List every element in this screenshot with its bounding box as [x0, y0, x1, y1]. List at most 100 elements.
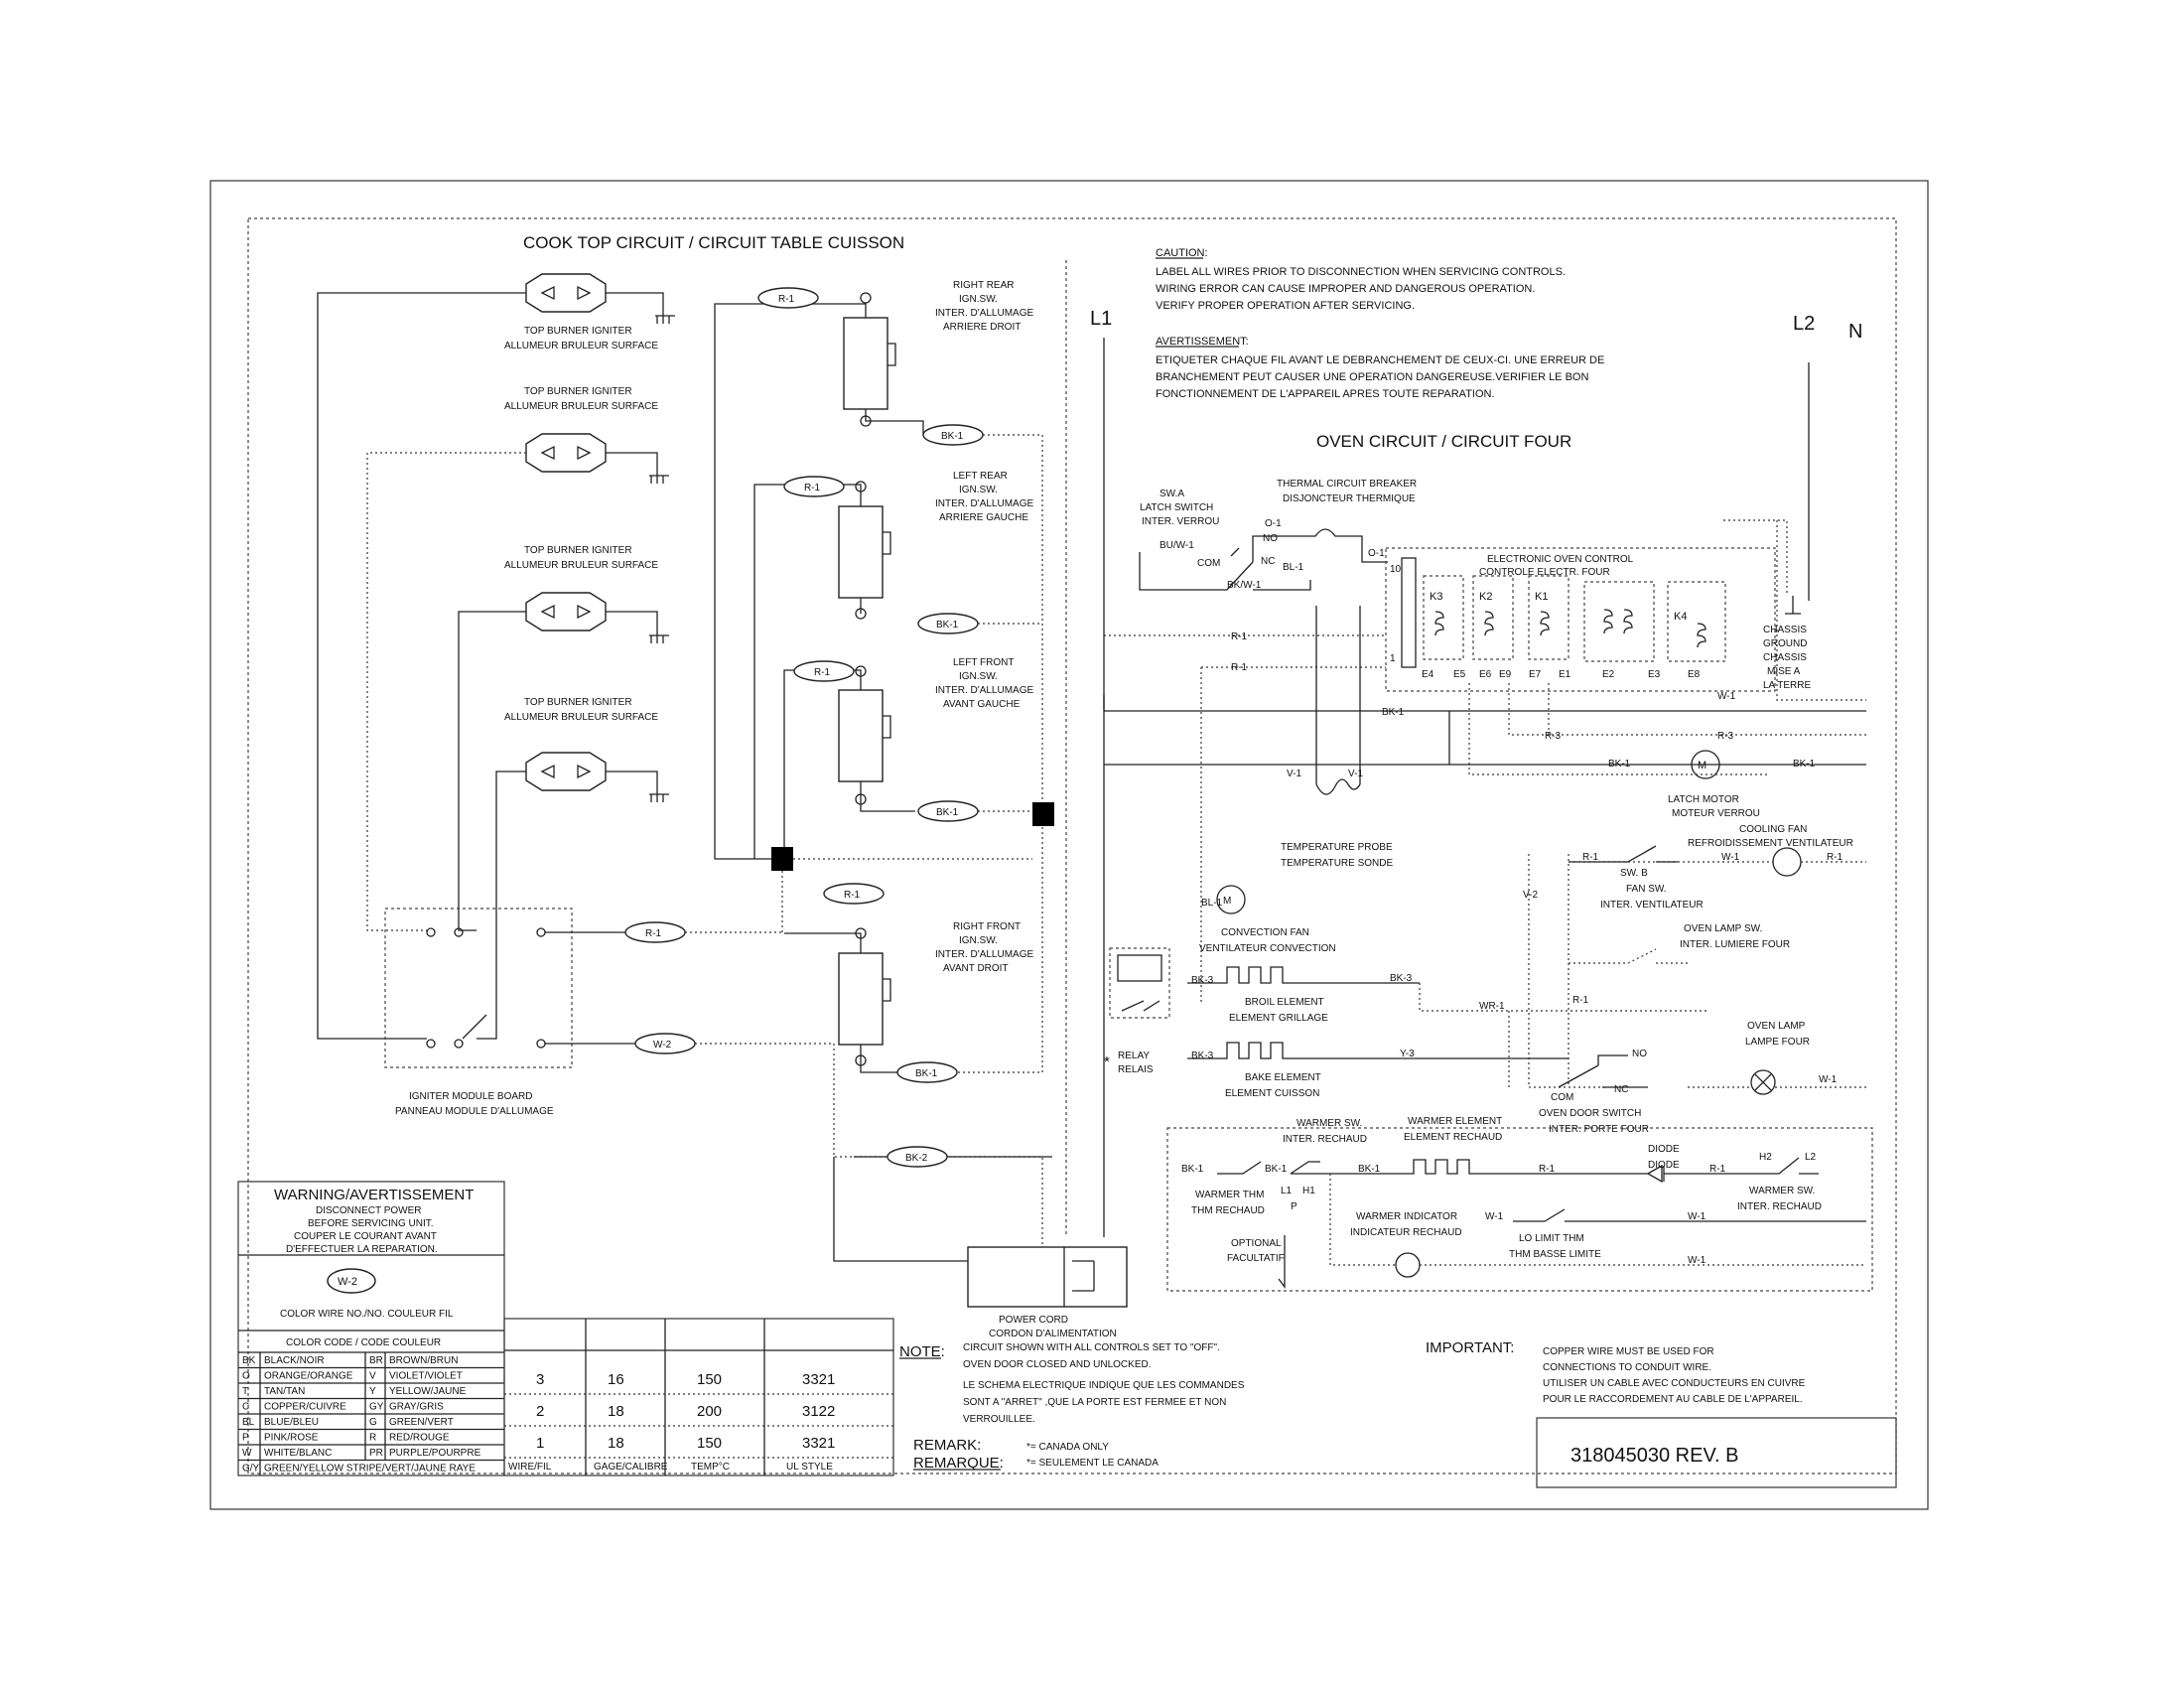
svg-text:GROUND: GROUND [1763, 638, 1807, 649]
diode: DIODE DIODE R-1 [1646, 1144, 1757, 1184]
convection-fan: M CONVECTION FAN VENTILATEUR CONVECTION … [1199, 885, 1336, 954]
switch-right-rear: RIGHT REAR IGN.SW. INTER. D'ALLUMAGE ARR… [714, 280, 1033, 860]
svg-text:ELEMENT CUISSON: ELEMENT CUISSON [1225, 1088, 1319, 1099]
relay-k3: K3 [1430, 591, 1442, 603]
lf-label-3: INTER. D'ALLUMAGE [935, 685, 1033, 696]
warmer-switch-a: WARMER SW. INTER. RECHAUD BK-1 BK-1 L1 P… [1181, 1118, 1367, 1212]
oven-door-switch: COM NO NC OVEN DOOR SWITCH INTER. PORTE … [1539, 1049, 1649, 1135]
svg-text:INTER. VERROU: INTER. VERROU [1142, 516, 1219, 527]
svg-text:NC: NC [1614, 1084, 1628, 1095]
svg-text:R-3: R-3 [1717, 731, 1734, 742]
wire-table-cell: 3321 [802, 1371, 835, 1388]
svg-text:TEMPERATURE SONDE: TEMPERATURE SONDE [1281, 858, 1393, 869]
color-code-cell: PR [369, 1448, 383, 1459]
module-label-fr: PANNEAU MODULE D'ALLUMAGE [395, 1106, 554, 1117]
svg-text:W-1: W-1 [1717, 691, 1736, 702]
svg-text:D'EFFECTUER LA REPARATION.: D'EFFECTUER LA REPARATION. [286, 1244, 438, 1255]
igniter-4: TOP BURNER IGNITER ALLUMEUR BRULEUR SURF… [477, 697, 669, 1040]
electronic-oven-control: ELECTRONIC OVEN CONTROL CONTROLE ELECTR.… [1385, 547, 1776, 692]
caution-fr-3: FONCTIONNEMENT DE L'APPAREIL APRES TOUTE… [1156, 388, 1495, 400]
wire-table-cell: 150 [697, 1435, 722, 1452]
outer-frame [209, 180, 1929, 1510]
color-code-cell: W [242, 1448, 252, 1459]
svg-text:E9: E9 [1499, 669, 1512, 680]
rr-label-1: RIGHT REAR [953, 280, 1015, 291]
color-code-cell: G/Y [242, 1464, 260, 1474]
svg-text:BK-3: BK-3 [1390, 973, 1413, 984]
svg-text:BK-1: BK-1 [1608, 759, 1631, 770]
color-code-cell: COPPER/CUIVRE [264, 1402, 346, 1413]
wire-r1-e: R-1 [645, 928, 662, 939]
color-code-cell: VIOLET/VIOLET [389, 1371, 463, 1382]
color-code-cell: GY [369, 1402, 384, 1413]
svg-text:R-1: R-1 [1231, 662, 1248, 673]
oven-title: OVEN CIRCUIT / CIRCUIT FOUR [1316, 432, 1571, 451]
caution-fr-1: ETIQUETER CHAQUE FIL AVANT LE DEBRANCHEM… [1156, 354, 1604, 366]
igniter-3: TOP BURNER IGNITER ALLUMEUR BRULEUR SURF… [458, 545, 669, 931]
svg-text:REFROIDISSEMENT VENTILATEUR: REFROIDISSEMENT VENTILATEUR [1688, 838, 1853, 849]
svg-text:CONTROLE ELECTR. FOUR: CONTROLE ELECTR. FOUR [1479, 567, 1610, 578]
warmer-element: WARMER ELEMENT ELEMENT RECHAUD BK-1 R-1 [1350, 1116, 1648, 1175]
rr-label-2: IGN.SW. [959, 294, 998, 305]
color-code-cell: YELLOW/JAUNE [389, 1386, 467, 1397]
caution-head: CAUTION: [1156, 247, 1208, 259]
svg-text:BAKE ELEMENT: BAKE ELEMENT [1245, 1072, 1321, 1083]
rf-label-4: AVANT DROIT [943, 963, 1009, 974]
power-cord: POWER CORD CORDON D'ALIMENTATION [967, 1246, 1128, 1339]
svg-text:INTER. LUMIERE FOUR: INTER. LUMIERE FOUR [1680, 939, 1790, 950]
lf-label-2: IGN.SW. [959, 671, 998, 682]
svg-text:W-1: W-1 [1688, 1211, 1706, 1222]
svg-text:V-2: V-2 [1523, 890, 1538, 901]
svg-text:O-1: O-1 [1265, 518, 1282, 529]
svg-text:COM: COM [1551, 1092, 1573, 1103]
junction-right [1032, 802, 1054, 826]
igniter-1-label-en: TOP BURNER IGNITER [524, 326, 632, 337]
warmer-drawer-frame [1166, 1127, 1873, 1292]
svg-text:CHASSIS: CHASSIS [1763, 652, 1807, 663]
wire-r1-c: R-1 [814, 667, 831, 678]
color-code-cell: C [242, 1402, 249, 1413]
svg-text:COLOR CODE / CODE COULEUR: COLOR CODE / CODE COULEUR [286, 1337, 441, 1348]
line-l1: L1 [1090, 308, 1112, 330]
svg-text:R-1: R-1 [1827, 852, 1843, 863]
svg-text:MISE A: MISE A [1767, 666, 1801, 677]
svg-text:W-1: W-1 [1485, 1211, 1504, 1222]
wire-table-cell: 150 [697, 1371, 722, 1388]
svg-text:VENTILATEUR CONVECTION: VENTILATEUR CONVECTION [1199, 943, 1336, 954]
svg-text:H2: H2 [1759, 1152, 1772, 1163]
lr-label-1: LEFT REAR [953, 471, 1008, 482]
rr-label-3: INTER. D'ALLUMAGE [935, 308, 1033, 319]
svg-text:M: M [1698, 760, 1706, 772]
svg-text:W-1: W-1 [1688, 1255, 1706, 1266]
wire-bk1-c: BK-1 [936, 807, 959, 818]
svg-text:SW.A: SW.A [1160, 489, 1184, 499]
svg-text:ELEMENT GRILLAGE: ELEMENT GRILLAGE [1229, 1013, 1328, 1024]
svg-text:E8: E8 [1688, 669, 1701, 680]
wire-table-cell: 3 [536, 1371, 544, 1388]
svg-text:OVEN DOOR CLOSED AND UNLOCKED.: OVEN DOOR CLOSED AND UNLOCKED. [963, 1359, 1151, 1370]
lr-label-4: ARRIERE GAUCHE [939, 512, 1028, 523]
svg-text:FACULTATIF: FACULTATIF [1227, 1253, 1285, 1264]
oven-lamp: OVEN LAMP LAMPE FOUR W-1 [1688, 1021, 1866, 1095]
svg-text:L2: L2 [1805, 1152, 1817, 1163]
svg-text:BK/W-1: BK/W-1 [1227, 580, 1262, 591]
wire-bk2: BK-2 [905, 1153, 928, 1164]
svg-text:COPPER WIRE MUST BE USED FOR: COPPER WIRE MUST BE USED FOR [1543, 1346, 1714, 1357]
wire-table-cell: 200 [697, 1403, 722, 1420]
rr-label-4: ARRIERE DROIT [943, 322, 1021, 333]
svg-text:COLOR WIRE NO./NO. COULEUR FIL: COLOR WIRE NO./NO. COULEUR FIL [280, 1309, 454, 1320]
color-code-cell: BROWN/BRUN [389, 1355, 458, 1366]
svg-text:M: M [1223, 896, 1231, 907]
igniter-2-label-fr: ALLUMEUR BRULEUR SURFACE [504, 401, 658, 412]
svg-text:R-1: R-1 [1582, 852, 1599, 863]
chassis-ground: CHASSIS GROUND CHASSIS MISE A LA TERRE W… [1717, 519, 1866, 702]
wire-table-cell: 2 [536, 1403, 544, 1420]
svg-text:INTER. RECHAUD: INTER. RECHAUD [1283, 1134, 1367, 1145]
wire-table-header: WIRE/FIL [508, 1462, 552, 1473]
svg-text:W-1: W-1 [1819, 1074, 1838, 1085]
rf-label-1: RIGHT FRONT [953, 921, 1021, 932]
wire-table-header: UL STYLE [786, 1462, 833, 1473]
note-head: NOTE: [899, 1343, 945, 1360]
lf-label-4: AVANT GAUCHE [943, 699, 1021, 710]
svg-text:RELAIS: RELAIS [1118, 1064, 1154, 1075]
